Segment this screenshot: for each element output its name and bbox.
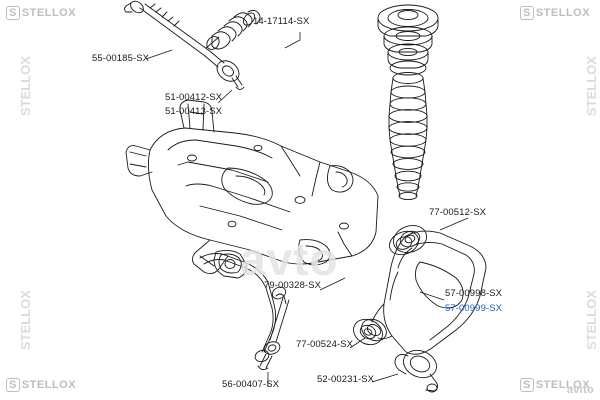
watermark-avito: avito [566, 384, 594, 396]
front-subframe [125, 99, 379, 275]
part-label-57-00999-SX: 57-00999-SX [445, 303, 503, 314]
part-label-77-00512-SX: 77-00512-SX [429, 207, 487, 218]
ball-joint [394, 349, 439, 393]
lower-control-arm [361, 230, 487, 355]
outer-tie-rod-end [204, 51, 245, 90]
part-label-79-00328-SX: 79-00328-SX [264, 280, 322, 291]
part-label-56-00407-SX: 56-00407-SX [222, 379, 280, 390]
part-label-52-00231-SX: 52-00231-SX [317, 374, 375, 385]
control-arm-bushing-lower [353, 318, 383, 346]
tie-rod-assembly [124, 0, 212, 57]
part-label-55-00185-SX: 55-00185-SX [92, 53, 150, 64]
bump-stop-boot [388, 72, 428, 201]
stabilizer-link [257, 286, 290, 371]
part-label-14-17114-SX: 14-17114-SX [253, 16, 310, 27]
part-label-57-00998-SX: 57-00998-SX [445, 288, 503, 299]
part-label-51-00413-SX: 51-00413-SX [165, 106, 223, 117]
strut-mount-assembly [377, 4, 439, 76]
part-label-77-00524-SX: 77-00524-SX [296, 339, 354, 350]
control-arm-bushing-upper [392, 225, 428, 253]
steering-rack-boot [205, 9, 261, 50]
part-label-51-00412-SX: 51-00412-SX [165, 92, 223, 103]
leader-lines [145, 32, 469, 386]
stabilizer-bar [199, 249, 277, 363]
